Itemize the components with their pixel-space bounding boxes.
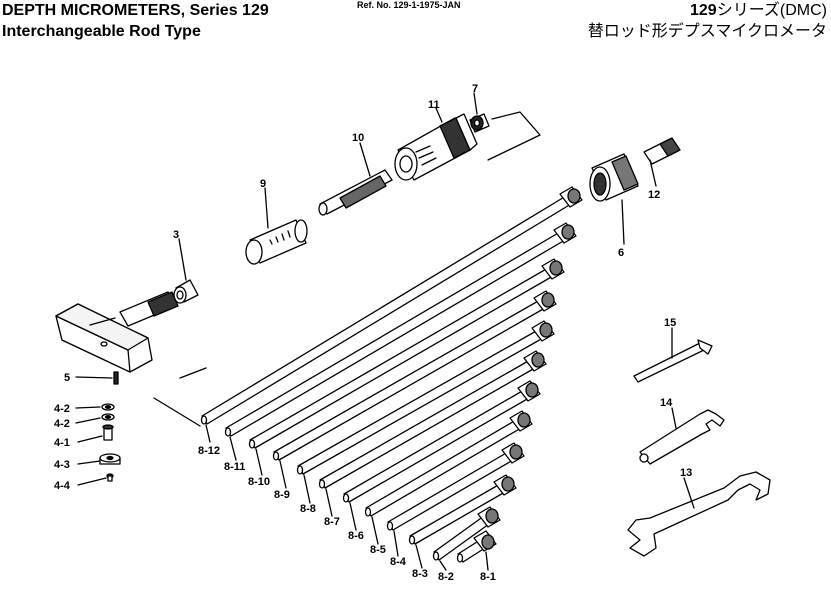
part-7-nut — [469, 113, 490, 133]
label-4-4: 4-4 — [54, 480, 71, 492]
label-8-3: 8-3 — [412, 568, 428, 580]
part-4-4-pin — [106, 473, 114, 482]
leader-11 — [435, 107, 443, 123]
part-14-spanner — [639, 409, 725, 465]
leader-4-2b — [75, 417, 101, 424]
label-8-10: 8-10 — [248, 476, 270, 488]
label-8-6: 8-6 — [348, 530, 364, 542]
japanese-title: 129シリーズ(DMC) 替ロッド形デプスマイクロメータ — [588, 0, 827, 42]
leader-8-1 — [485, 551, 489, 571]
title-line-2: Interchangeable Rod Type — [2, 23, 201, 40]
label-14: 14 — [660, 397, 673, 409]
label-13: 13 — [680, 467, 692, 479]
leader-8-8 — [303, 474, 311, 504]
leader-8-7 — [325, 488, 333, 517]
part-5-screw — [113, 371, 119, 385]
part-9-sleeve — [245, 219, 308, 265]
part-15-hex-key — [633, 339, 713, 383]
label-4-3: 4-3 — [54, 459, 70, 471]
part-3-lock-nut — [173, 279, 199, 304]
leader-4-2a — [75, 406, 101, 409]
label-4-2b: 4-2 — [54, 418, 70, 430]
label-7: 7 — [472, 83, 478, 95]
label-11: 11 — [428, 99, 440, 111]
label-8-11: 8-11 — [224, 461, 245, 473]
rod-8-7 — [318, 350, 547, 489]
label-9: 9 — [260, 178, 266, 190]
label-15: 15 — [664, 317, 676, 329]
label-8-4: 8-4 — [390, 556, 407, 568]
label-10: 10 — [352, 132, 364, 144]
leader-8-9 — [279, 460, 287, 489]
label-6: 6 — [618, 247, 624, 259]
leader-6 — [621, 199, 625, 245]
title-line-1: DEPTH MICROMETERS, Series 129 — [2, 2, 269, 19]
leader-7 — [473, 92, 478, 115]
label-3: 3 — [173, 229, 179, 241]
rod-8-1 — [456, 530, 497, 563]
guide-line-left — [153, 367, 207, 427]
label-8-8: 8-8 — [300, 503, 316, 515]
guide-line-top — [487, 111, 541, 161]
rod-8-12 — [200, 186, 583, 425]
leader-8-4 — [393, 530, 399, 557]
leader-8-12 — [205, 424, 211, 443]
part-4-3-knob — [99, 453, 121, 465]
leader-10 — [359, 142, 371, 177]
label-8-1: 8-1 — [480, 571, 496, 583]
rod-8-11 — [224, 222, 577, 437]
part-11-thimble — [394, 113, 478, 181]
rod-8-10 — [248, 258, 565, 449]
leader-9 — [264, 187, 269, 229]
label-5: 5 — [64, 372, 70, 384]
rod-8-2 — [432, 506, 501, 561]
jp-series-suffix: シリーズ(DMC) — [716, 2, 827, 19]
rod-8-6 — [342, 380, 541, 503]
part-12-ratchet-stop — [643, 137, 681, 165]
part-4-1-bolt — [102, 424, 114, 441]
leader-13 — [683, 477, 695, 509]
jp-series-number: 129 — [690, 2, 717, 19]
label-4-1: 4-1 — [54, 437, 70, 449]
label-8-2: 8-2 — [438, 571, 454, 583]
rod-8-9 — [272, 290, 557, 461]
leader-8-10 — [255, 448, 263, 476]
part-base-body — [55, 291, 179, 373]
label-8-5: 8-5 — [370, 544, 386, 556]
rod-8-4 — [386, 442, 525, 531]
part-6-ratchet-sleeve — [589, 153, 639, 202]
leader-4-4 — [77, 477, 107, 486]
leader-12 — [649, 159, 657, 187]
label-4-2a: 4-2 — [54, 403, 70, 415]
part-4-2-washer-a — [101, 403, 115, 411]
part-13-spanner — [627, 471, 771, 557]
rod-8-5 — [364, 410, 533, 517]
rod-8-3 — [408, 474, 517, 545]
leader-4-1 — [77, 435, 103, 443]
leader-8-3 — [415, 544, 423, 569]
rod-8-8 — [296, 320, 555, 475]
leader-8-5 — [371, 516, 379, 545]
leader-8-6 — [349, 502, 357, 531]
leader-5 — [75, 376, 113, 379]
reference-number: Ref. No. 129-1-1975-JAN — [357, 0, 461, 10]
document-title: DEPTH MICROMETERS, Series 129 Interchang… — [2, 0, 269, 42]
leader-4-3 — [77, 460, 101, 465]
leader-8-11 — [229, 436, 237, 461]
leader-14 — [671, 407, 677, 429]
leader-3 — [178, 238, 187, 281]
label-8-9: 8-9 — [274, 489, 290, 501]
part-4-2-washer-b — [101, 413, 115, 421]
label-8-12: 8-12 — [198, 445, 220, 457]
label-8-7: 8-7 — [324, 516, 340, 528]
label-12: 12 — [648, 189, 660, 201]
leader-8-2 — [439, 560, 447, 571]
part-10-spindle — [318, 169, 393, 216]
jp-subtitle: 替ロッド形デプスマイクロメータ — [587, 23, 827, 40]
